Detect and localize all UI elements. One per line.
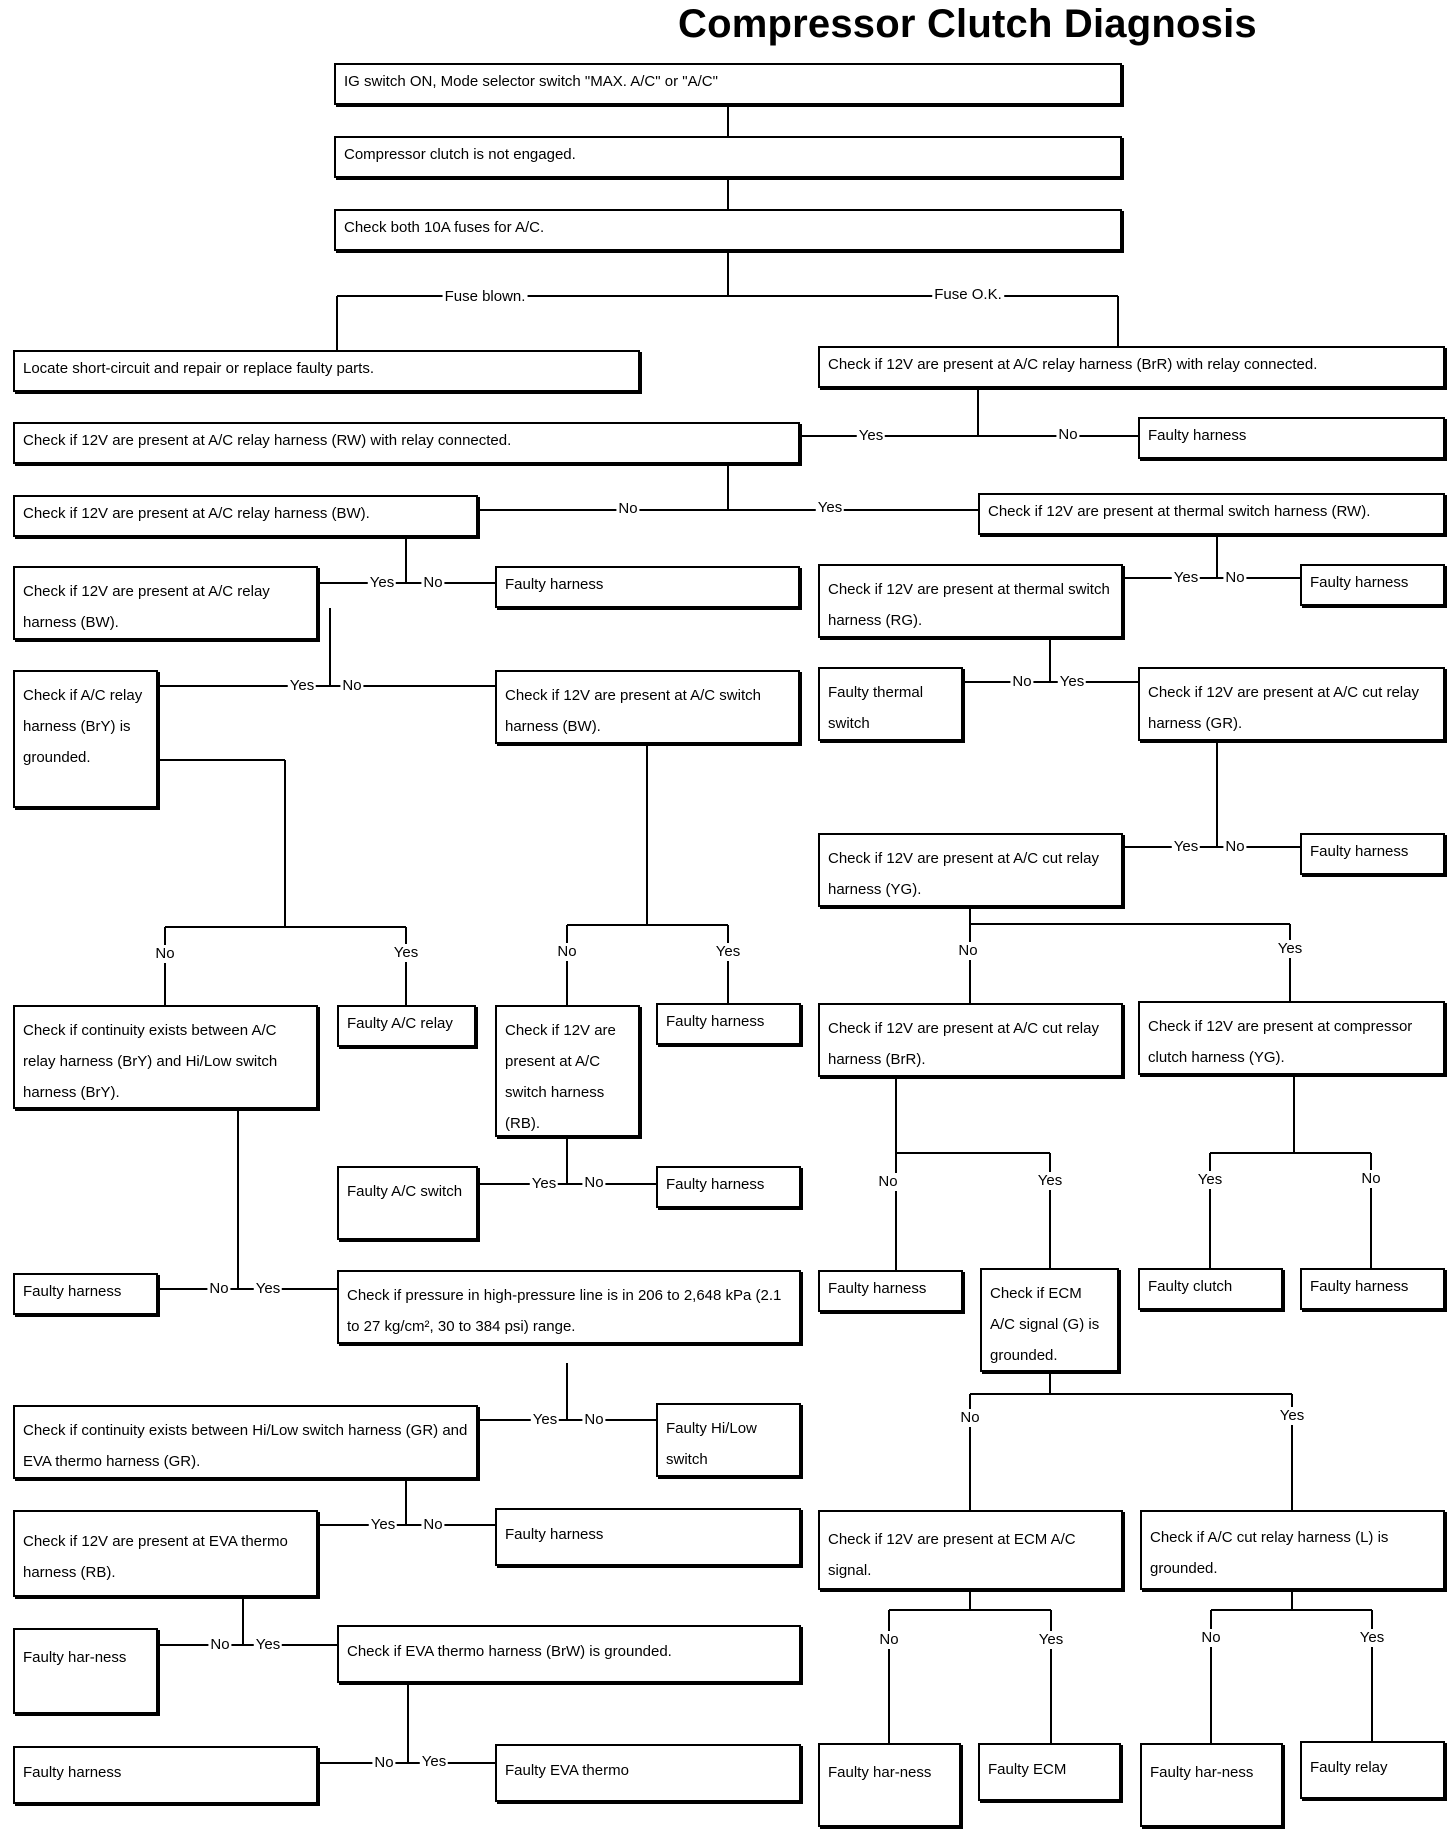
box-eva-brw: Check if EVA thermo harness (BrW) is gro… bbox=[337, 1625, 801, 1683]
box-faulty-harness-12: Faulty harness bbox=[13, 1746, 318, 1804]
box-eva-rb: Check if 12V are present at EVA thermo h… bbox=[13, 1510, 318, 1597]
box-relay-bw-2: Check if 12V are present at A/C relay ha… bbox=[13, 566, 318, 640]
box-continuity-bry: Check if continuity exists between A/C r… bbox=[13, 1005, 318, 1109]
box-faulty-ecm: Faulty ECM bbox=[978, 1743, 1121, 1801]
box-thermal-rw: Check if 12V are present at thermal swit… bbox=[978, 493, 1445, 535]
box-faulty-ac-relay: Faulty A/C relay bbox=[337, 1005, 476, 1047]
label-no: No bbox=[208, 1636, 232, 1654]
box-relay-bw-1: Check if 12V are present at A/C relay ha… bbox=[13, 495, 478, 537]
box-faulty-harness-1: Faulty harness bbox=[1138, 417, 1445, 459]
label-yes: Yes bbox=[1035, 1172, 1065, 1190]
label-no: No bbox=[1199, 1629, 1223, 1647]
box-cut-relay-l: Check if A/C cut relay harness (L) is gr… bbox=[1140, 1510, 1445, 1590]
label-yes: Yes bbox=[815, 499, 845, 517]
box-relay-rw: Check if 12V are present at A/C relay ha… bbox=[13, 422, 800, 464]
label-no: No bbox=[616, 500, 640, 518]
box-faulty-harness-9: Faulty harness bbox=[1300, 1268, 1445, 1310]
box-faulty-ac-switch: Faulty A/C switch bbox=[337, 1166, 478, 1240]
label-yes: Yes bbox=[856, 427, 886, 445]
label-yes: Yes bbox=[713, 943, 743, 961]
label-yes: Yes bbox=[530, 1411, 560, 1429]
box-relay-bry-ground: Check if A/C relay harness (BrY) is grou… bbox=[13, 670, 158, 808]
box-ecm-signal: Check if 12V are present at ECM A/C sign… bbox=[818, 1510, 1123, 1590]
label-yes: Yes bbox=[367, 574, 397, 592]
label-no: No bbox=[421, 1516, 445, 1534]
box-faulty-harness-8: Faulty harness bbox=[818, 1270, 963, 1312]
box-faulty-harness-3: Faulty harness bbox=[1300, 564, 1445, 606]
box-faulty-relay: Faulty relay bbox=[1300, 1741, 1445, 1799]
label-yes: Yes bbox=[1171, 838, 1201, 856]
label-no: No bbox=[555, 943, 579, 961]
box-faulty-harness-14: Faulty har-ness bbox=[1140, 1743, 1283, 1827]
label-no: No bbox=[877, 1631, 901, 1649]
label-no: No bbox=[1010, 673, 1034, 691]
box-check-fuses: Check both 10A fuses for A/C. bbox=[334, 209, 1122, 251]
box-faulty-harness-5: Faulty harness bbox=[656, 1003, 801, 1045]
box-cut-relay-yg: Check if 12V are present at A/C cut rela… bbox=[818, 833, 1123, 907]
box-faulty-eva: Faulty EVA thermo bbox=[495, 1744, 801, 1802]
label-no: No bbox=[1056, 426, 1080, 444]
box-switch-rb: Check if 12V are present at A/C switch h… bbox=[495, 1005, 640, 1137]
box-continuity-gr: Check if continuity exists between Hi/Lo… bbox=[13, 1405, 478, 1479]
label-no: No bbox=[1359, 1170, 1383, 1188]
label-yes: Yes bbox=[1357, 1629, 1387, 1647]
label-yes: Yes bbox=[1171, 569, 1201, 587]
label-fuse-blown: Fuse blown. bbox=[442, 288, 528, 306]
label-yes: Yes bbox=[287, 677, 317, 695]
label-no: No bbox=[582, 1411, 606, 1429]
box-not-engaged: Compressor clutch is not engaged. bbox=[334, 136, 1122, 178]
box-faulty-clutch: Faulty clutch bbox=[1138, 1268, 1283, 1310]
label-yes: Yes bbox=[1057, 673, 1087, 691]
label-no: No bbox=[1223, 838, 1247, 856]
box-thermal-rg: Check if 12V are present at thermal swit… bbox=[818, 564, 1123, 638]
box-ecm-ground: Check if ECM A/C signal (G) is grounded. bbox=[980, 1268, 1119, 1372]
box-faulty-harness-13: Faulty har-ness bbox=[818, 1743, 961, 1827]
label-yes: Yes bbox=[391, 944, 421, 962]
box-pressure: Check if pressure in high-pressure line … bbox=[337, 1270, 801, 1344]
label-yes: Yes bbox=[529, 1175, 559, 1193]
box-start: IG switch ON, Mode selector switch "MAX.… bbox=[334, 63, 1122, 105]
label-yes: Yes bbox=[1275, 940, 1305, 958]
label-no: No bbox=[876, 1173, 900, 1191]
label-no: No bbox=[340, 677, 364, 695]
label-fuse-ok: Fuse O.K. bbox=[932, 286, 1004, 304]
box-faulty-hilow: Faulty Hi/Low switch bbox=[656, 1403, 801, 1477]
box-cut-relay-gr: Check if 12V are present at A/C cut rela… bbox=[1138, 667, 1445, 741]
box-relay-brr: Check if 12V are present at A/C relay ha… bbox=[818, 346, 1445, 388]
label-yes: Yes bbox=[368, 1516, 398, 1534]
box-faulty-harness-6: Faulty harness bbox=[656, 1166, 801, 1208]
label-yes: Yes bbox=[1036, 1631, 1066, 1649]
label-no: No bbox=[153, 945, 177, 963]
box-faulty-thermal-switch: Faulty thermal switch bbox=[818, 667, 963, 741]
box-faulty-harness-10: Faulty harness bbox=[495, 1508, 801, 1566]
label-yes: Yes bbox=[253, 1280, 283, 1298]
page-title: Compressor Clutch Diagnosis bbox=[678, 2, 1257, 46]
box-switch-bw: Check if 12V are present at A/C switch h… bbox=[495, 670, 800, 744]
label-no: No bbox=[372, 1754, 396, 1772]
box-clutch-yg: Check if 12V are present at compressor c… bbox=[1138, 1001, 1445, 1075]
label-no: No bbox=[958, 1409, 982, 1427]
label-yes: Yes bbox=[253, 1636, 283, 1654]
label-yes: Yes bbox=[419, 1753, 449, 1771]
label-yes: Yes bbox=[1277, 1407, 1307, 1425]
label-no: No bbox=[582, 1174, 606, 1192]
label-no: No bbox=[956, 942, 980, 960]
box-faulty-harness-11: Faulty har-ness bbox=[13, 1628, 158, 1714]
label-no: No bbox=[207, 1280, 231, 1298]
box-cut-relay-brr: Check if 12V are present at A/C cut rela… bbox=[818, 1003, 1123, 1077]
box-faulty-harness-4: Faulty harness bbox=[1300, 833, 1445, 875]
box-locate-short: Locate short-circuit and repair or repla… bbox=[13, 350, 640, 392]
box-faulty-harness-7: Faulty harness bbox=[13, 1273, 158, 1315]
label-no: No bbox=[421, 574, 445, 592]
box-faulty-harness-2: Faulty harness bbox=[495, 566, 800, 608]
label-yes: Yes bbox=[1195, 1171, 1225, 1189]
label-no: No bbox=[1223, 569, 1247, 587]
